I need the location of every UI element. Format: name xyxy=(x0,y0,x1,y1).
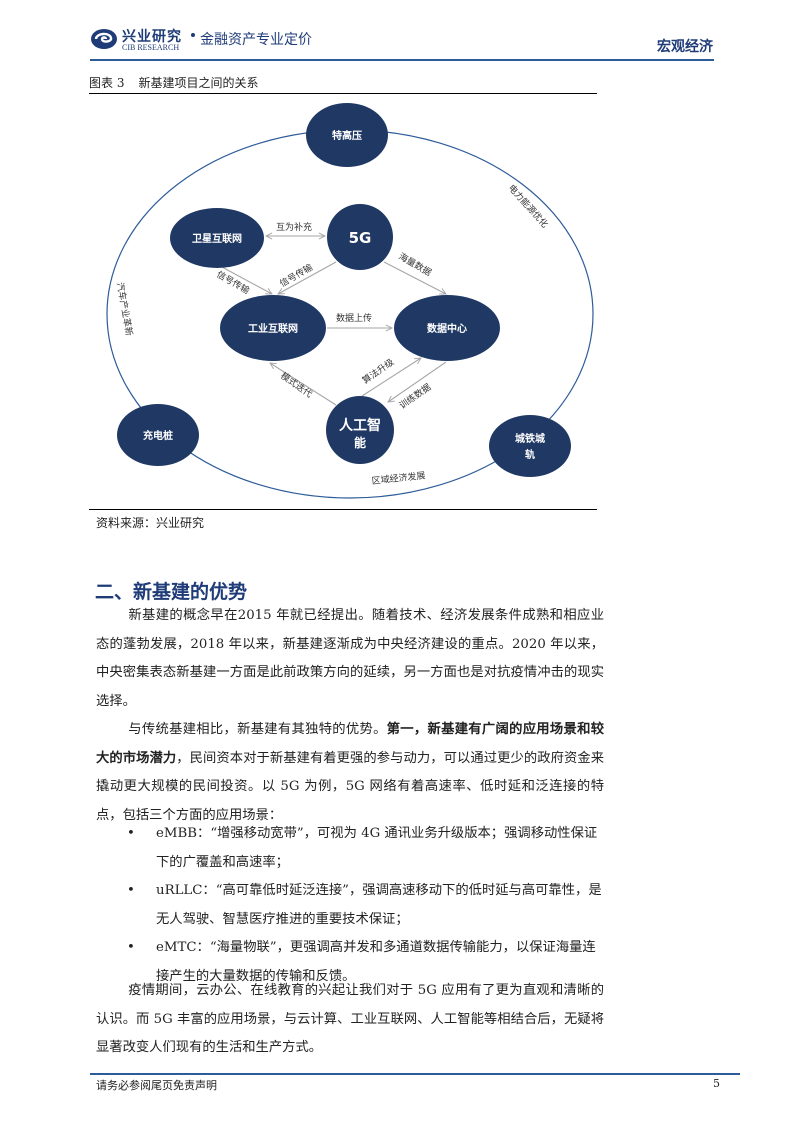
edge-label-complement: 互为补充 xyxy=(276,221,312,233)
svg-text:轨: 轨 xyxy=(525,448,535,461)
paragraph-1-text: 新基建的概念早在2015 年就已经提出。随着技术、经济发展条件成熟和相应业态的蓬… xyxy=(96,608,604,709)
edge-label-model-iteration: 模式迭代 xyxy=(278,370,314,400)
edge-ai-datacenter xyxy=(361,358,421,397)
node-5g: 5G xyxy=(327,204,393,270)
paragraph-2-lead: 与传统基建相比，新基建有其独特的优势。 xyxy=(128,722,387,737)
ring-label-auto: 汽车产业革新 xyxy=(114,281,135,336)
paragraph-2: 与传统基建相比，新基建有其独特的优势。第一，新基建有广阔的应用场景和较大的市场潜… xyxy=(96,716,604,830)
footer-disclaimer: 请务必参阅尾页免责声明 xyxy=(96,1079,217,1092)
cib-swirl-logo-icon xyxy=(91,29,117,49)
list-item: • uRLLC：“高可靠低时延泛连接”，强调高速移动下的低时延与高可靠性，是无人… xyxy=(96,877,604,934)
node-industrial-internet: 工业互联网 xyxy=(220,295,326,361)
list-item-text: eMBB：“增强移动宽带”，可视为 4G 通讯业务升级版本；强调移动性保证下的广… xyxy=(156,826,598,870)
figure-top-rule xyxy=(89,93,597,94)
paragraph-3-text: 疫情期间，云办公、在线教育的兴起让我们对于 5G 应用有了更为直观和清晰的认识。… xyxy=(96,983,604,1055)
svg-text:数据中心: 数据中心 xyxy=(427,322,467,335)
figure-title: 图表 3 新基建项目之间的关系 xyxy=(89,74,258,91)
figure-caption: 新基建项目之间的关系 xyxy=(138,76,259,90)
header-subtitle: 金融资产专业定价 xyxy=(200,32,312,48)
paragraph-1: 新基建的概念早在2015 年就已经提出。随着技术、经济发展条件成熟和相应业态的蓬… xyxy=(96,602,604,716)
bullet-icon: • xyxy=(127,940,135,955)
node-uhv: 特高压 xyxy=(306,103,388,167)
list-item: • eMBB：“增强移动宽带”，可视为 4G 通讯业务升级版本；强调移动性保证下… xyxy=(96,820,604,877)
svg-text:工业互联网: 工业互联网 xyxy=(248,322,298,335)
edge-ai-industrial xyxy=(270,363,337,406)
edge-label-massive-data: 海量数据 xyxy=(397,250,434,278)
node-satellite-internet: 卫星互联网 xyxy=(170,208,264,268)
edge-datacenter-ai xyxy=(388,361,447,402)
brand-en: CIB RESEARCH xyxy=(122,43,180,52)
node-data-center: 数据中心 xyxy=(394,295,500,361)
paragraph-2-rest: ，民间资本对于新基建有着更强的参与动力，可以通过更少的政府资金来撬动更大规模的民… xyxy=(96,750,605,823)
svg-text:人工智: 人工智 xyxy=(339,417,381,434)
edge-label-algorithm: 算法升级 xyxy=(360,356,396,386)
scenario-list: • eMBB：“增强移动宽带”，可视为 4G 通讯业务升级版本；强调移动性保证下… xyxy=(96,820,604,991)
figure-number: 图表 3 xyxy=(89,76,125,90)
header-category: 宏观经济 xyxy=(657,39,713,55)
svg-text:充电桩: 充电桩 xyxy=(143,429,173,442)
list-item-text: uRLLC：“高可靠低时延泛连接”，强调高速移动下的低时延与高可靠性，是无人驾驶… xyxy=(156,883,602,927)
list-item-text: eMTC：“海量物联”，更强调高并发和多通道数据传输能力，以保证海量连接产生的大… xyxy=(156,940,596,984)
page-number: 5 xyxy=(713,1077,720,1090)
outer-ring xyxy=(106,129,594,499)
figure-bottom-rule xyxy=(89,509,597,510)
paragraph-3: 疫情期间，云办公、在线教育的兴起让我们对于 5G 应用有了更为直观和清晰的认识。… xyxy=(96,977,604,1063)
node-charging-pile: 充电桩 xyxy=(117,404,199,466)
section-title: 二、新基建的优势 xyxy=(95,581,248,603)
node-urban-rail: 城铁城 轨 xyxy=(489,415,571,477)
page-header: 兴业研究 CIB RESEARCH 金融资产专业定价 宏观经济 xyxy=(0,0,793,64)
svg-text:卫星互联网: 卫星互联网 xyxy=(192,232,242,245)
brand-cn: 兴业研究 xyxy=(122,29,182,45)
svg-text:特高压: 特高压 xyxy=(332,129,362,142)
edge-5g-datacenter xyxy=(383,261,446,295)
ring-label-power: 电力能源优化 xyxy=(506,182,551,230)
list-item: • eMTC：“海量物联”，更强调高并发和多通道数据传输能力，以保证海量连接产生… xyxy=(96,934,604,991)
figure-source: 资料来源：兴业研究 xyxy=(96,516,205,530)
edge-5g-industrial xyxy=(278,261,337,294)
bullet-icon: • xyxy=(127,883,135,898)
edge-label-signal-left: 信号传输 xyxy=(215,268,252,296)
footer-divider xyxy=(90,1073,740,1075)
node-ai: 人工智 能 xyxy=(326,396,394,464)
edge-label-training-data: 训练数据 xyxy=(397,381,433,411)
paragraph-2-emphasis: 第一，新基建有广阔的应用场景和较大的市场潜力 xyxy=(96,722,604,766)
edge-satellite-industrial xyxy=(221,266,272,294)
ring-label-regional: 区域经济发展 xyxy=(371,469,426,487)
edge-label-signal-right: 信号传输 xyxy=(278,261,315,289)
svg-text:能: 能 xyxy=(354,435,366,450)
bullet-icon: • xyxy=(127,826,135,841)
svg-text:5G: 5G xyxy=(349,229,372,247)
svg-text:城铁城: 城铁城 xyxy=(515,432,545,445)
header-dot xyxy=(191,33,195,37)
header-divider xyxy=(90,59,714,61)
edge-label-upload: 数据上传 xyxy=(336,312,372,324)
